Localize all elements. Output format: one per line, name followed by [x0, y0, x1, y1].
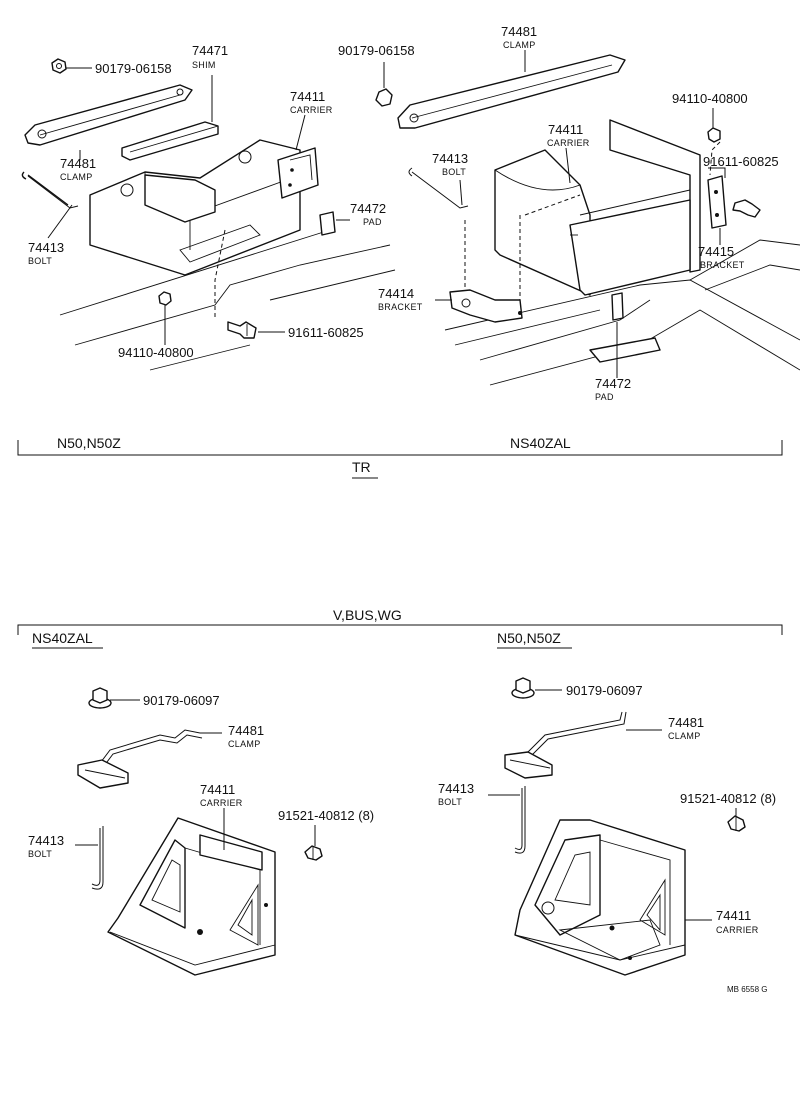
nut-icon — [158, 291, 172, 306]
part-number: 90179-06097 — [566, 683, 643, 698]
part-number: 74481 — [60, 156, 96, 171]
part-number: 74415 — [698, 244, 734, 259]
part-name: CARRIER — [716, 925, 759, 935]
part-name: CARRIER — [200, 798, 243, 808]
flange-nut-icon — [88, 687, 112, 709]
part-name: PAD — [363, 217, 382, 227]
part-number: 74481 — [501, 24, 537, 39]
part-name: CLAMP — [503, 40, 536, 50]
part-number: 74413 — [438, 781, 474, 796]
part-number: 94110-40800 — [118, 345, 194, 360]
bracket-part-icon — [707, 175, 727, 229]
part-number: 74471 — [192, 43, 228, 58]
part-name: BRACKET — [700, 260, 745, 270]
part-number: 74413 — [28, 833, 64, 848]
part-name: CLAMP — [668, 731, 701, 741]
part-number: 74413 — [432, 151, 468, 166]
j-bolt-icon — [408, 167, 469, 209]
part-number: 90179-06158 — [95, 61, 172, 76]
clamp-part-icon — [397, 54, 626, 129]
part-name: BOLT — [438, 797, 462, 807]
carrier-tray-icon — [514, 819, 686, 976]
part-name: PAD — [595, 392, 614, 402]
section-label: NS40ZAL — [510, 435, 571, 451]
part-number: 90179-06158 — [338, 43, 415, 58]
part-number: 74472 — [350, 201, 386, 216]
nut-icon — [375, 88, 393, 107]
clamp-part-icon — [24, 84, 193, 146]
part-name: CLAMP — [228, 739, 261, 749]
part-name: CARRIER — [290, 105, 333, 115]
part-number: 91611-60825 — [703, 154, 779, 169]
part-number: 74472 — [595, 376, 631, 391]
pad-part-icon — [319, 211, 336, 236]
flange-nut-icon — [511, 677, 535, 699]
part-number: 91521-40812 (8) — [278, 808, 374, 823]
part-name: BRACKET — [378, 302, 423, 312]
part-name: BOLT — [28, 256, 52, 266]
flange-bolt-icon — [227, 321, 257, 339]
tr-left-assembly — [21, 58, 396, 371]
part-number: 74413 — [28, 240, 64, 255]
part-number: 74414 — [378, 286, 414, 301]
part-number: 74481 — [668, 715, 704, 730]
drawing-code: MB 6558 G — [727, 985, 767, 994]
part-number: 74411 — [716, 908, 751, 923]
carrier-box-icon — [464, 119, 701, 300]
vbus-left-assembly — [77, 687, 323, 976]
section-dividers — [17, 440, 783, 649]
carrier-box-icon — [89, 139, 319, 276]
section-heading: V,BUS,WG — [333, 607, 402, 623]
bracket-part-icon — [449, 289, 523, 323]
rod-clamp-icon — [504, 711, 627, 779]
leader-lines — [47, 50, 737, 921]
part-number: 94110-40800 — [672, 91, 748, 106]
rod-clamp-icon — [77, 729, 203, 789]
part-number: 91611-60825 — [288, 325, 364, 340]
flange-bolt-icon — [304, 845, 323, 861]
carrier-tray-icon — [107, 817, 276, 976]
part-number: 74411 — [290, 89, 325, 104]
part-name: SHIM — [192, 60, 216, 70]
part-name: BOLT — [442, 167, 466, 177]
j-bolt-icon — [514, 786, 526, 854]
j-bolt-icon — [91, 826, 104, 890]
part-number: 90179-06097 — [143, 693, 220, 708]
part-name: CLAMP — [60, 172, 93, 182]
part-number: 74411 — [548, 122, 583, 137]
shim-part-icon — [121, 121, 219, 161]
part-number: 74411 — [200, 782, 235, 797]
section-label: NS40ZAL — [32, 630, 93, 646]
vbus-right-assembly — [504, 677, 746, 976]
part-number: 74481 — [228, 723, 264, 738]
nut-icon — [707, 127, 721, 143]
section-label: N50,N50Z — [57, 435, 121, 451]
part-name: CARRIER — [547, 138, 590, 148]
tr-right-assembly — [375, 54, 800, 386]
nut-icon — [51, 58, 67, 74]
pad-part-icon — [611, 292, 624, 321]
part-name: BOLT — [28, 849, 52, 859]
part-number: 91521-40812 (8) — [680, 791, 776, 806]
flange-bolt-icon — [732, 199, 761, 218]
flange-bolt-icon — [727, 815, 746, 832]
section-label: N50,N50Z — [497, 630, 561, 646]
section-heading: TR — [352, 459, 371, 475]
labels: N50,N50Z NS40ZAL TR V,BUS,WG NS40ZAL N50… — [28, 24, 779, 994]
